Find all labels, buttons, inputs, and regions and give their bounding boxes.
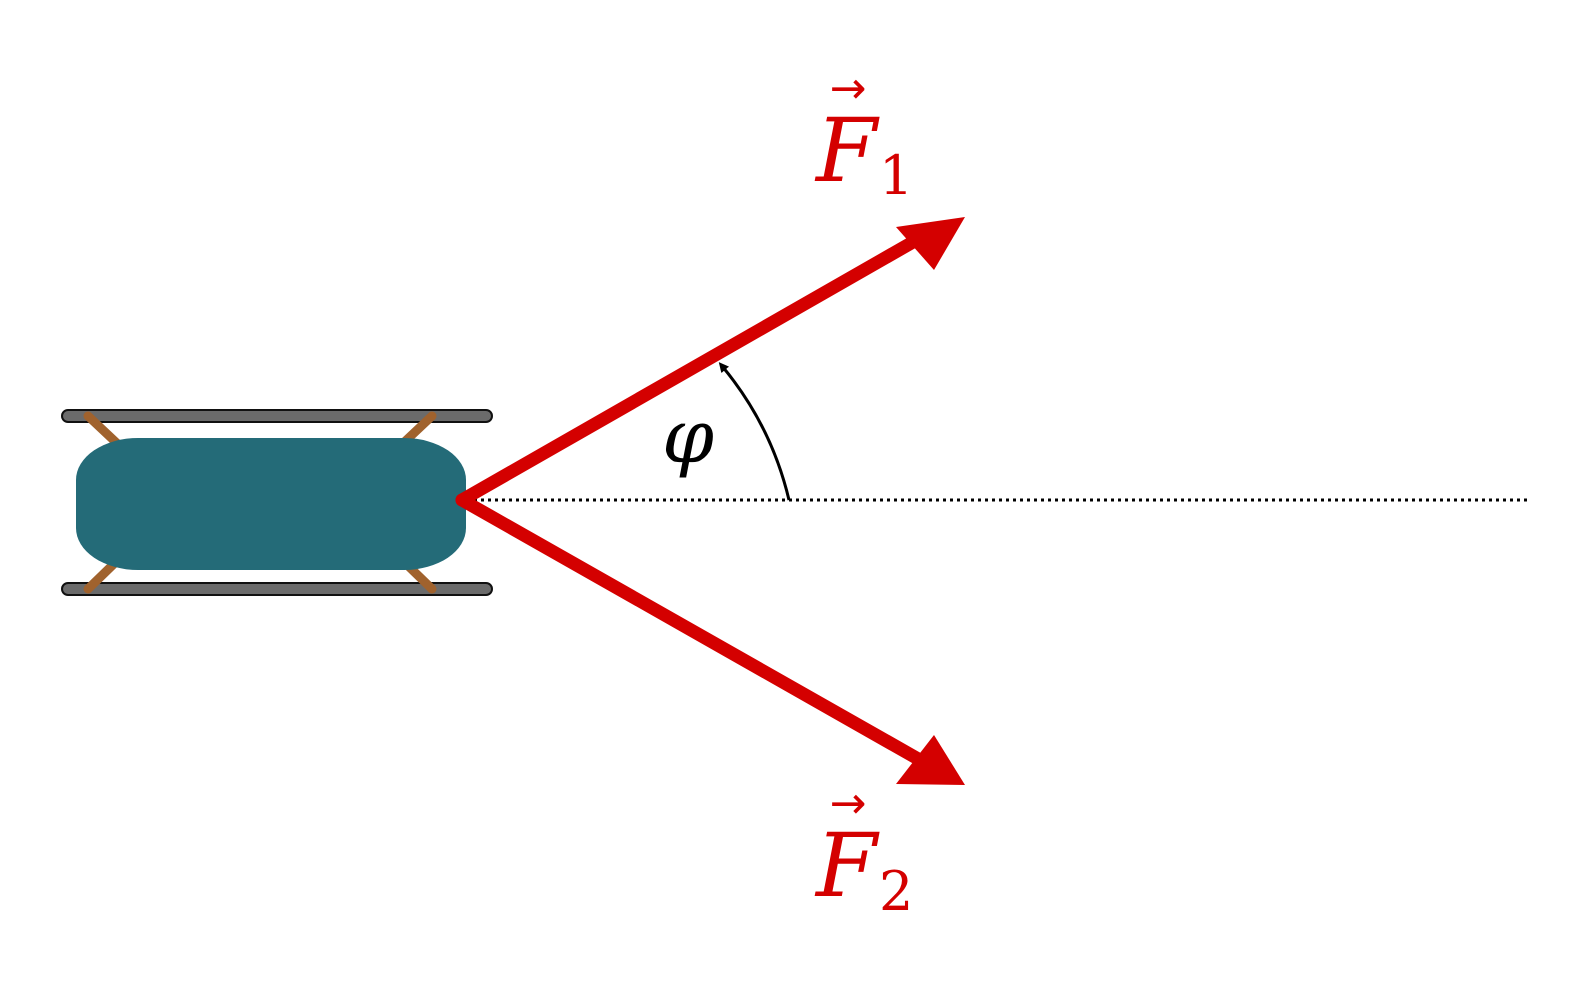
force-f2-label: → F 2 (814, 778, 913, 923)
angle-label: φ (662, 394, 714, 480)
sled-body (76, 438, 466, 570)
force-f1-arrow-accent: → (830, 63, 867, 114)
force-f1-shaft (455, 231, 927, 507)
force-f1-label: → F 1 (814, 63, 913, 207)
force-f2-arrow-accent: → (830, 778, 867, 829)
force-f1-arrowhead (896, 217, 965, 270)
force-f1-symbol: F (814, 99, 880, 202)
sled-top-runner (61, 409, 493, 423)
angle-arc (718, 362, 791, 501)
force-f2-shaft (455, 493, 927, 767)
force-f2-arrowhead (896, 735, 965, 785)
force-f2-symbol: F (814, 814, 880, 917)
force-f2-subscript: 2 (879, 860, 913, 923)
sled (61, 409, 493, 596)
force-vector-f2 (455, 493, 965, 785)
force-f1-subscript: 1 (879, 144, 913, 207)
force-vector-f1 (455, 217, 965, 507)
sled-bottom-runner (61, 582, 493, 596)
